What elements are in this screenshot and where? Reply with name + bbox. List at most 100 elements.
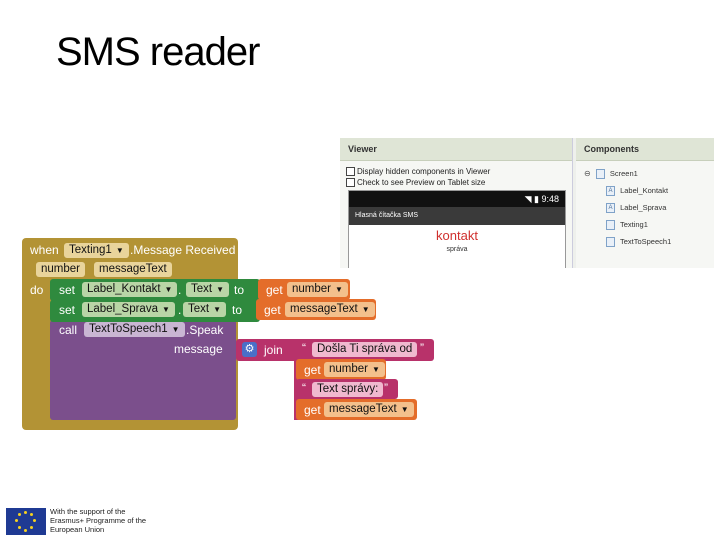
dropdown-value: Text (188, 303, 210, 315)
dropdown-value: number (292, 283, 331, 295)
message-arg-label: message (174, 342, 223, 356)
get-messagetext-dropdown-2[interactable]: messageText▼ (324, 402, 414, 417)
dot: . (178, 283, 182, 297)
set1-component-dropdown[interactable]: Label_Kontakt▼ (82, 282, 178, 297)
dropdown-value: Label_Kontakt (87, 283, 161, 295)
get-keyword: get (266, 283, 283, 297)
wifi-icon: ◥ ▮ (524, 194, 539, 204)
dropdown-arrow-icon: ▼ (115, 246, 124, 255)
do-keyword: do (30, 283, 44, 297)
dropdown-arrow-icon: ▼ (335, 285, 343, 294)
get-messagetext-dropdown[interactable]: messageText▼ (285, 302, 375, 317)
designer-screenshot: Viewer Display hidden components in View… (340, 138, 714, 268)
get-keyword: get (264, 303, 281, 317)
quote-open-icon: “ (302, 381, 306, 395)
get-number-dropdown[interactable]: number ▼ (287, 282, 348, 297)
dropdown-arrow-icon: ▼ (161, 305, 170, 314)
star-icon (18, 526, 21, 529)
phone-preview: ◥ ▮ 9:48 Hlasná čítačka SMS kontakt sprá… (348, 190, 566, 268)
to-keyword: to (234, 283, 245, 297)
method-name: .Speak (186, 323, 224, 337)
text-string-dosla[interactable]: Došla Ti správa od (312, 342, 418, 357)
tablet-preview-option[interactable]: Check to see Preview on Tablet size (340, 177, 572, 188)
star-icon (15, 519, 18, 522)
dropdown-arrow-icon: ▼ (213, 305, 222, 314)
star-icon (24, 529, 27, 532)
event-name: .Message Received (130, 243, 236, 257)
star-icon (30, 513, 33, 516)
app-title: Hlasná čítačka SMS (349, 207, 565, 225)
dropdown-arrow-icon: ▼ (372, 365, 380, 374)
speech-icon (606, 237, 615, 248)
dropdown-value: messageText (329, 403, 397, 415)
join-keyword: join (264, 343, 283, 357)
eu-support-text: With the support of the Erasmus+ Program… (50, 507, 147, 534)
label-sprava-preview[interactable]: správa (446, 246, 468, 253)
set-keyword: set (59, 283, 76, 297)
star-icon (33, 519, 36, 522)
set-keyword: set (59, 303, 76, 317)
gear-icon[interactable]: ⚙ (242, 342, 257, 357)
call-keyword: call (59, 323, 78, 337)
checkbox[interactable] (346, 167, 355, 177)
viewer-panel: Viewer Display hidden components in View… (340, 138, 573, 268)
dropdown-value: Label_Sprava (87, 303, 158, 315)
set2-property-dropdown[interactable]: Text▼ (183, 302, 227, 317)
component-label: Texting1 (619, 220, 648, 229)
dropdown-value: Text (191, 283, 213, 295)
to-keyword: to (232, 303, 243, 317)
component-label-kontakt[interactable]: A Label_Kontakt (606, 182, 714, 199)
param-messagetext[interactable]: messageText (94, 262, 172, 277)
dropdown-arrow-icon: ▼ (164, 285, 173, 294)
component-texting1[interactable]: Texting1 (606, 216, 714, 233)
viewer-header: Viewer (340, 138, 572, 161)
get-number-dropdown-2[interactable]: number ▼ (324, 362, 385, 377)
checkbox-label: Display hidden components in Viewer (357, 167, 491, 176)
texting-icon (606, 220, 615, 231)
dropdown-value: messageText (290, 303, 358, 315)
dropdown-arrow-icon: ▼ (216, 285, 225, 294)
component-screen1[interactable]: ⊖ Screen1 (584, 165, 714, 182)
phone-time: 9:48 (541, 194, 559, 204)
when-keyword: when (30, 243, 59, 257)
dropdown-value: Texting1 (69, 244, 112, 256)
get-keyword: get (304, 403, 321, 417)
dropdown-arrow-icon: ▼ (171, 325, 180, 334)
checkbox[interactable] (346, 178, 355, 188)
label-kontakt-preview[interactable]: kontakt (436, 228, 478, 243)
eu-flag-icon (6, 508, 46, 535)
component-tts1[interactable]: TextToSpeech1 (606, 233, 714, 250)
slide-title: SMS reader (56, 30, 260, 74)
call-component-dropdown[interactable]: TextToSpeech1▼ (84, 322, 185, 337)
dropdown-value: TextToSpeech1 (89, 323, 168, 335)
dropdown-arrow-icon: ▼ (400, 405, 409, 414)
phone-status-bar: ◥ ▮ 9:48 (349, 191, 565, 207)
dot: . (178, 303, 182, 317)
text-string-sprava[interactable]: Text správy: (312, 382, 384, 397)
quote-close-icon: ” (384, 381, 388, 395)
quote-close-icon: ” (420, 341, 424, 355)
component-label-sprava[interactable]: A Label_Sprava (606, 199, 714, 216)
star-icon (24, 511, 27, 514)
components-header: Components (576, 138, 714, 161)
component-label: Screen1 (609, 169, 638, 178)
star-icon (30, 526, 33, 529)
component-label: TextToSpeech1 (619, 237, 672, 246)
param-number[interactable]: number (36, 262, 85, 277)
dropdown-value: number (329, 363, 368, 375)
label-icon: A (606, 186, 615, 197)
hidden-components-option[interactable]: Display hidden components in Viewer (340, 166, 572, 177)
star-icon (18, 513, 21, 516)
quote-open-icon: “ (302, 341, 306, 355)
component-label: Label_Sprava (620, 203, 667, 212)
get-keyword: get (304, 363, 321, 377)
checkbox-label: Check to see Preview on Tablet size (357, 178, 486, 187)
event-component-dropdown[interactable]: Texting1▼ (64, 243, 129, 258)
screen-icon (595, 169, 605, 180)
component-label: Label_Kontakt (620, 186, 669, 195)
label-icon: A (606, 203, 615, 214)
set2-component-dropdown[interactable]: Label_Sprava▼ (82, 302, 175, 317)
set1-property-dropdown[interactable]: Text▼ (186, 282, 230, 297)
dropdown-arrow-icon: ▼ (361, 305, 370, 314)
collapse-icon[interactable]: ⊖ (584, 169, 591, 178)
